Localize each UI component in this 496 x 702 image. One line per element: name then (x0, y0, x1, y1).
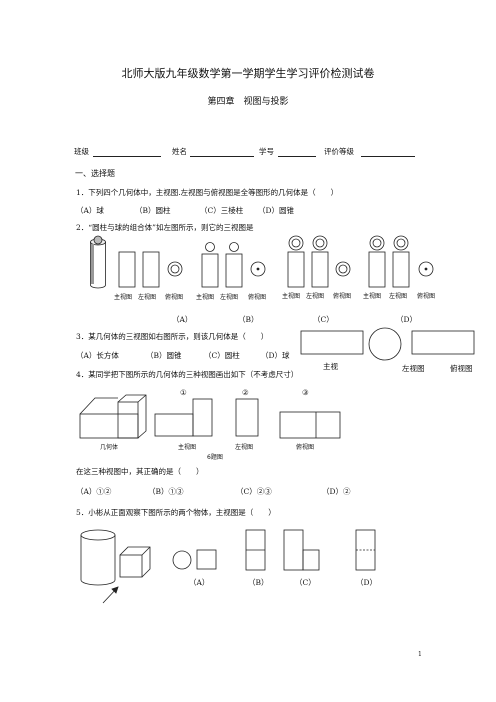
q5b-tall (245, 529, 266, 571)
q5d-tall (355, 529, 376, 571)
q3-left-view (368, 327, 402, 361)
q2-option-a[interactable]: （A） (172, 315, 193, 324)
page-title: 北师大版九年级数学第一学期学生学习评价检测试卷 (121, 67, 375, 80)
q2b-left (225, 253, 243, 288)
q3-front-view (300, 330, 364, 355)
q2c-label-top: 俯视图 (333, 293, 352, 300)
q4-label-top: 俯视图 (296, 444, 315, 451)
q4-label-solid: 几何体 (100, 444, 119, 451)
chapter-subtitle: 第四章 视图与投影 (207, 97, 289, 107)
q4-solid (79, 394, 147, 439)
q4-option-b[interactable]: （B）①③ (148, 487, 184, 496)
class-label: 班级 (74, 147, 89, 156)
grade-label: 评价等级 (324, 147, 354, 156)
q2b-front (201, 253, 219, 288)
q2-stem: 2．“圆柱与球的组合体”如左图所示，则它的三视图是 (76, 223, 254, 232)
section-heading: 一、选择题 (75, 169, 115, 178)
q2a-label-top: 俯视图 (165, 294, 184, 301)
q4-label-front: 主视图 (178, 444, 197, 451)
q2d-label-front: 主视图 (363, 293, 382, 300)
q2a-label-front: 主视图 (114, 294, 133, 301)
q2c-label-left: 左视图 (306, 293, 325, 300)
q2a-front (118, 251, 136, 288)
q2b-label-front: 主视图 (196, 294, 215, 301)
q3-top-view (411, 330, 475, 355)
q2a-left (142, 251, 160, 288)
q5-arrow (102, 586, 119, 604)
q4-view2 (235, 398, 259, 437)
q5c-tall (283, 529, 304, 571)
q5a-square (196, 549, 217, 570)
q2b-label-top: 俯视图 (248, 294, 267, 301)
q4-stem: 4．某同学把下图所示的几何体的三种视图画出如下（不考虑尺寸） (76, 370, 299, 379)
q4-fig-caption: 6题图 (207, 454, 223, 461)
q4-view1 (154, 413, 194, 437)
q4-circled-3: ③ (302, 388, 309, 397)
q3-option-b[interactable]: （B）圆锥 (146, 351, 182, 360)
q2-combined-solid (90, 235, 106, 289)
q2c-label-front: 主视图 (282, 293, 301, 300)
class-field[interactable] (93, 156, 161, 157)
q4-circled-2: ② (242, 388, 249, 397)
q3-option-a[interactable]: （A）长方体 (76, 351, 119, 360)
q2-option-c[interactable]: （C） (313, 315, 334, 324)
q2b-label-left: 左视图 (220, 294, 239, 301)
q1-option-a[interactable]: （A）球 (76, 206, 104, 215)
q5-option-d[interactable]: （D） (356, 578, 378, 587)
q1-stem: 1．下列四个几何体中，主视图.左视图与俯视图是全等图形的几何体是（ ） (76, 188, 339, 197)
q2d-label-top: 俯视图 (417, 293, 436, 300)
q4-option-c[interactable]: （C）②③ (236, 487, 272, 496)
q4-view3 (279, 411, 341, 439)
q2a-label-left: 左视图 (138, 294, 157, 301)
q2a-top-outer (167, 261, 183, 277)
name-field[interactable] (190, 156, 254, 157)
id-field[interactable] (278, 156, 316, 157)
q5-stem: 5．小彬从正面观察下图所示的两个物体，主视图是（ ） (76, 508, 276, 517)
q3-label-front: 主视 (323, 362, 338, 371)
q1-option-b[interactable]: （B）圆柱 (135, 206, 171, 215)
page-number: 1 (418, 651, 422, 658)
q2d-front (368, 251, 386, 288)
q3-option-d[interactable]: （D）球 (261, 351, 290, 360)
grade-field[interactable] (361, 156, 415, 157)
q2c-front (287, 251, 305, 288)
q5a-circle (172, 550, 192, 570)
q4-label-left: 左视图 (235, 444, 254, 451)
q2c-left (311, 251, 329, 288)
q4-option-d[interactable]: （D）② (322, 487, 351, 496)
q5-solids (80, 529, 151, 586)
q1-option-c[interactable]: （C）三棱柱 (200, 206, 244, 215)
q4-follow: 在这三种视图中，其正确的是（ ） (76, 467, 204, 476)
q5-option-a[interactable]: （A） (189, 578, 210, 587)
q5-option-c[interactable]: （C） (295, 578, 316, 587)
q2-option-d[interactable]: （D） (396, 315, 418, 324)
q3-stem: 3．某几何体的三视图如右图所示，则该几何体是（ ） (76, 332, 269, 341)
q5-option-b[interactable]: （B） (248, 578, 269, 587)
q2d-left (392, 251, 410, 288)
q2d-label-left: 左视图 (389, 293, 408, 300)
q3-label-top: 俯视图 (450, 364, 473, 373)
id-label: 学号 (259, 147, 274, 156)
q4-option-a[interactable]: （A）①② (76, 487, 112, 496)
q1-option-d[interactable]: （D）圆锥 (258, 206, 295, 215)
q3-label-left: 左视图 (402, 364, 425, 373)
q2-option-b[interactable]: （B） (238, 315, 259, 324)
name-label: 姓名 (172, 147, 187, 156)
q4-circled-1: ① (180, 388, 187, 397)
q3-option-c[interactable]: （C）圆柱 (204, 351, 240, 360)
